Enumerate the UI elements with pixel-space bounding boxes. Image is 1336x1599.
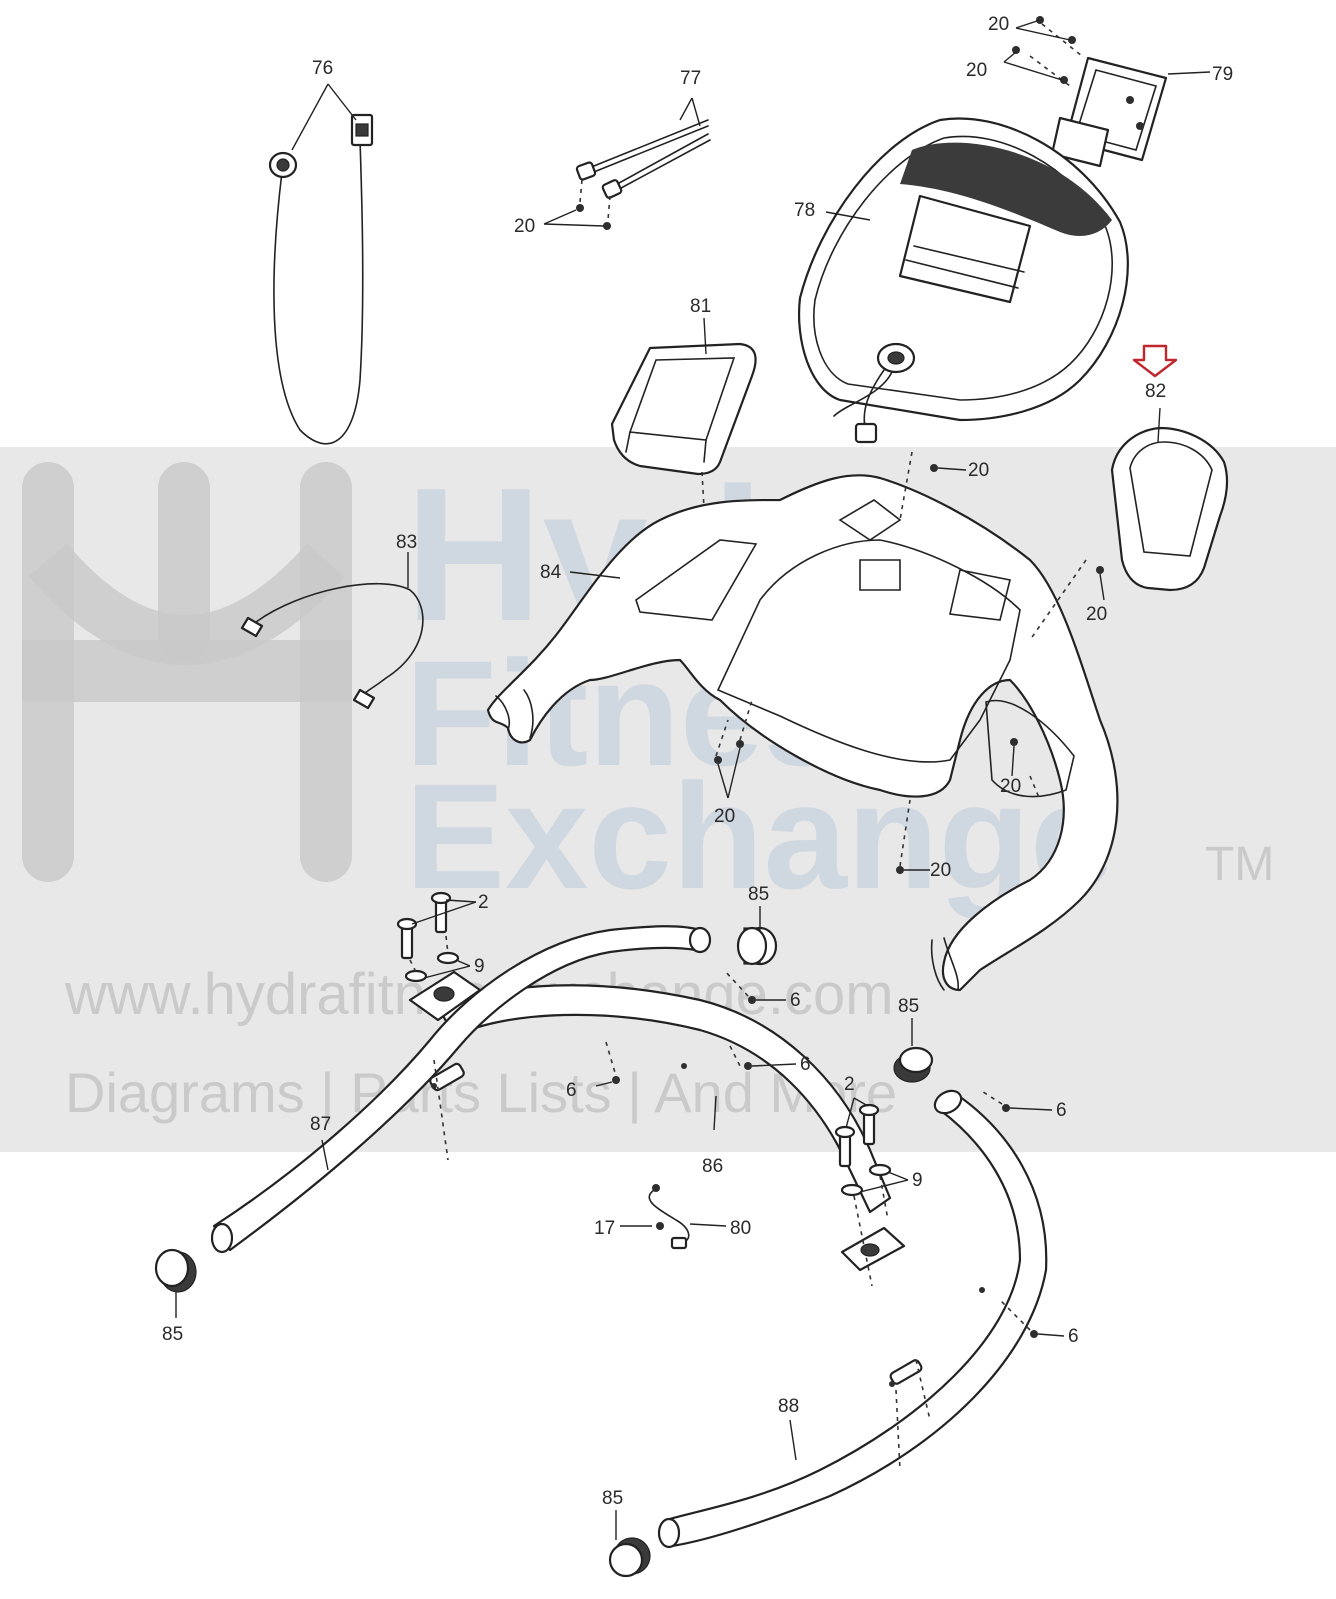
watermark-tagline: Diagrams | Parts Lists | And More bbox=[65, 1061, 897, 1124]
callout-20-shroud-right: 20 bbox=[1086, 604, 1107, 625]
callout-88: 88 bbox=[778, 1396, 799, 1417]
callout-20-cables: 20 bbox=[514, 216, 535, 237]
part-84-shroud bbox=[486, 451, 1119, 992]
watermark-line3: Exchange bbox=[405, 752, 1114, 920]
callout-20-shroud-left: 20 bbox=[714, 806, 735, 827]
part-88-tube bbox=[657, 1089, 1065, 1549]
end-cap-85-left bbox=[154, 1248, 197, 1318]
callout-20-shroud-bottom: 20 bbox=[930, 860, 951, 881]
callout-86: 86 bbox=[702, 1156, 723, 1177]
callout-6-d: 6 bbox=[1056, 1100, 1067, 1121]
callout-9-right: 9 bbox=[912, 1170, 923, 1191]
callout-79: 79 bbox=[1212, 64, 1233, 85]
callout-20-shroud-inner: 20 bbox=[1000, 776, 1021, 797]
callout-85-left: 85 bbox=[162, 1324, 183, 1345]
part-86-handrail bbox=[408, 970, 906, 1272]
callout-9-left: 9 bbox=[474, 956, 485, 977]
callout-6-a: 6 bbox=[790, 990, 801, 1011]
callout-77: 77 bbox=[680, 68, 701, 89]
callout-17: 17 bbox=[594, 1218, 615, 1239]
callout-78: 78 bbox=[794, 200, 815, 221]
callout-85-right: 85 bbox=[898, 996, 919, 1017]
fasteners-2-9-right bbox=[834, 1089, 1053, 1287]
callout-6-c: 6 bbox=[566, 1080, 577, 1101]
part-79-bracket bbox=[1003, 16, 1211, 168]
part-78-console bbox=[798, 117, 1129, 444]
part-85-end-caps bbox=[154, 906, 934, 1578]
part-80-17-wire bbox=[620, 1184, 727, 1250]
callout-80: 80 bbox=[730, 1218, 751, 1239]
callout-20-upper: 20 bbox=[966, 60, 987, 81]
part-83-wire bbox=[240, 552, 424, 710]
callout-2-right: 2 bbox=[844, 1074, 855, 1095]
end-cap-85-top bbox=[736, 906, 778, 966]
part-76-cable bbox=[268, 83, 374, 445]
end-cap-85-right bbox=[893, 1018, 934, 1083]
callout-20-shroud-top: 20 bbox=[968, 460, 989, 481]
part-82-basket bbox=[1110, 344, 1229, 592]
callout-84: 84 bbox=[540, 562, 562, 583]
part-87-tube bbox=[210, 925, 712, 1254]
callout-85-bottom: 85 bbox=[602, 1488, 623, 1509]
callout-76: 76 bbox=[312, 58, 333, 79]
fasteners-2-9-left bbox=[396, 891, 786, 1004]
part-77-cables bbox=[543, 97, 711, 230]
callout-87: 87 bbox=[310, 1114, 331, 1135]
callout-81: 81 bbox=[690, 296, 711, 317]
part-81-basket bbox=[610, 317, 757, 581]
callout-labels: 76 77 78 79 81 82 83 84 85 85 85 85 86 8… bbox=[162, 14, 1233, 1509]
watermark-tm: TM bbox=[1205, 838, 1274, 891]
callout-85-top: 85 bbox=[748, 884, 769, 905]
callout-20-top: 20 bbox=[988, 14, 1009, 35]
callout-2-left: 2 bbox=[478, 892, 489, 913]
callout-6-b: 6 bbox=[800, 1054, 811, 1075]
callout-6-e: 6 bbox=[1068, 1326, 1079, 1347]
callout-82: 82 bbox=[1145, 381, 1166, 402]
end-cap-85-bottom bbox=[608, 1510, 651, 1578]
watermark-logo bbox=[22, 462, 352, 882]
highlight-arrow-icon bbox=[1132, 344, 1178, 378]
callout-83: 83 bbox=[396, 532, 417, 553]
